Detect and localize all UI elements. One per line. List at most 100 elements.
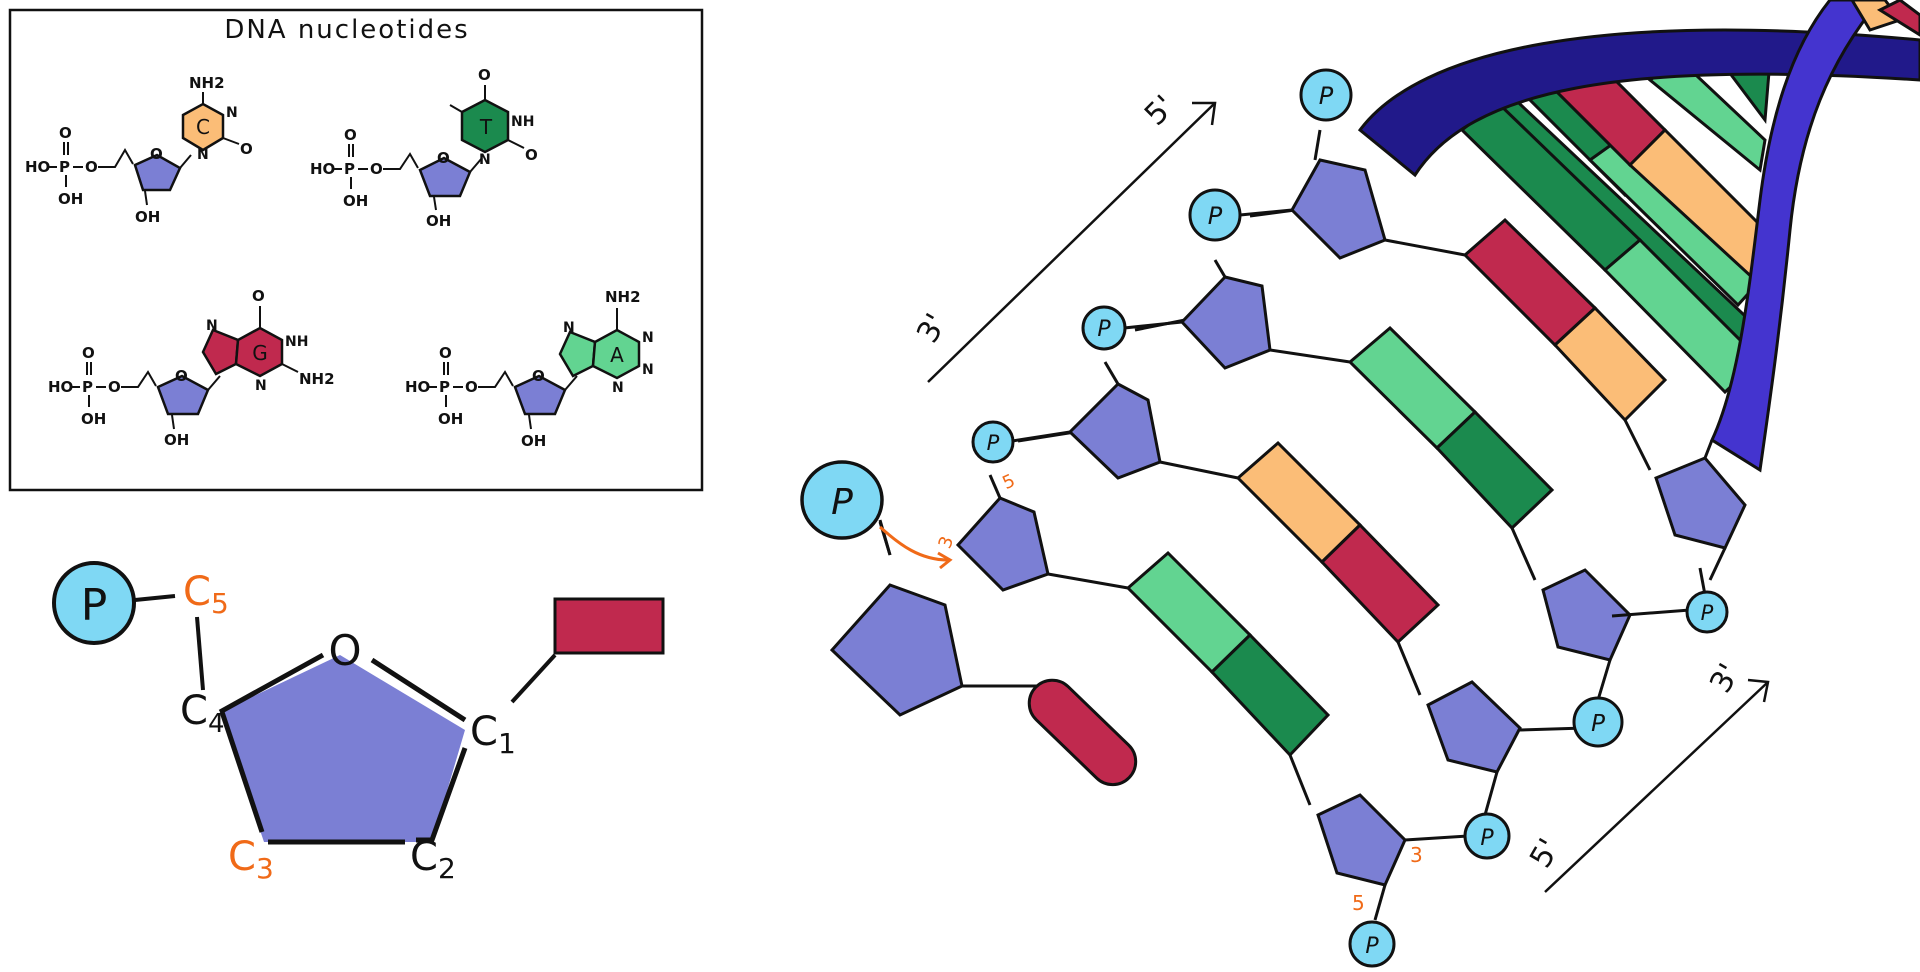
svg-text:N: N [197,147,209,163]
svg-text:O: O [370,160,383,178]
svg-text:P: P [831,482,853,523]
phosphate-group: HO P O OH O [310,126,419,210]
phosphate-left-1: P [1299,68,1353,161]
svg-text:P: P [1365,934,1379,959]
sugar-left-1 [1290,158,1387,260]
svg-text:OH: OH [426,212,451,230]
svg-text:P: P [1208,202,1223,230]
phosphate-right-1: P [1685,567,1729,634]
svg-text:OH: OH [521,432,546,450]
svg-text:P: P [82,378,93,396]
sugar-left-2 [1179,275,1272,370]
carbon-4-label: C4 [180,688,224,739]
phosphate-group: HO P O OH O [48,344,157,428]
base-letter-g: G [252,341,268,365]
svg-text:HO: HO [405,378,430,396]
svg-text:O: O [252,287,265,305]
svg-text:NH2: NH2 [299,370,335,388]
svg-text:N: N [612,380,624,396]
carbon-2-label: C2 [410,834,456,885]
svg-text:N: N [479,152,491,168]
svg-text:P: P [1701,601,1714,625]
svg-text:N: N [642,362,654,378]
ladder-rung-2 [1269,325,1555,581]
svg-text:NH2: NH2 [189,74,225,92]
phosphate-group: HO P O OH O [405,344,514,428]
base-letter-c: C [196,115,210,139]
svg-text:O: O [532,367,545,385]
ladder-rung-1 [1384,217,1668,471]
sugar-incoming [829,583,964,717]
phosphate-label: P [81,580,108,631]
helix-strand-dark [1357,28,1920,178]
svg-text:OH: OH [438,410,463,428]
svg-text:NH: NH [511,114,534,130]
base-letter-a: A [610,343,624,367]
sugar-right-a [1654,456,1747,550]
svg-text:N: N [206,318,218,334]
svg-text:OH: OH [135,208,160,226]
sugar-detail: P C5 O C4 C1 C2 C3 [52,561,665,885]
base-block [553,597,665,655]
svg-text:P: P [987,431,1000,455]
nucleotide-adenine: HO P O OH O O OH A NH2 N N [405,288,654,450]
phosphate-left-2: P [1188,188,1293,242]
ladder-rung-3 [1159,440,1441,696]
phosphate-left-4: P [971,420,1071,464]
bond-formation-arrow [878,525,949,562]
svg-text:OH: OH [58,190,83,208]
carbon-1-label: C1 [470,709,516,760]
base-ring-guanine-5 [201,328,240,376]
dna-ladder: P P P P P P P [800,68,1770,968]
svg-text:O: O [465,378,478,396]
direction-left-start: 3' [910,308,954,349]
phosphate-circle [52,561,136,645]
svg-text:O: O [150,145,163,163]
carbon-mark-bottom-3: 3 [1410,843,1423,867]
svg-text:O: O [59,124,72,142]
svg-text:P: P [59,158,70,176]
svg-text:O: O [82,344,95,362]
svg-text:NH: NH [285,334,308,350]
svg-text:P: P [1480,826,1494,851]
svg-text:O: O [240,140,253,158]
svg-text:O: O [85,158,98,176]
svg-text:HO: HO [48,378,73,396]
phosphate-group: HO P O OH O [25,124,134,208]
direction-arrow-right: 5' 3' [1523,658,1770,893]
svg-text:P: P [344,160,355,178]
svg-text:P: P [1097,317,1111,342]
ladder-rung-incoming [960,678,1138,787]
carbon-5-label: C5 [183,569,229,620]
svg-text:N: N [255,378,267,394]
svg-text:O: O [525,146,538,164]
helix-strand-light [1710,0,1882,473]
ladder-rung-4 [1047,550,1331,806]
carbon-mark-incoming-3: 3 [935,533,959,551]
carbon-3-label: C3 [228,834,274,885]
nucleotide-panel: DNA nucleotides HO P O OH O O OH C [8,8,704,492]
deoxyribose-sugar [133,153,182,192]
sugar-left-4 [955,496,1050,592]
svg-text:OH: OH [81,410,106,428]
direction-left-end: 5' [1138,89,1182,133]
svg-text:N: N [226,105,238,121]
sugar-left-3 [1067,382,1162,480]
nucleotide-guanine: HO P O OH O O OH G O NH N [48,287,335,449]
direction-right-start: 5' [1523,833,1567,874]
ring-oxygen-label: O [328,626,361,675]
carbon-mark-bottom-5: 5 [1352,891,1365,915]
svg-text:O: O [439,344,452,362]
svg-text:O: O [478,66,491,84]
base-letter-t: T [479,115,493,139]
deoxyribose-sugar [418,156,472,198]
direction-arrow-left: 3' 5' [910,89,1217,383]
nucleotide-thymine: HO P O OH O O OH T O NH N [310,66,538,230]
phosphate-left-3: P [1081,305,1183,351]
svg-text:NH2: NH2 [605,288,641,306]
base-ring-adenine-5 [558,330,597,378]
nucleotide-cytosine: HO P O OH O O OH C NH2 N N [25,74,253,226]
deoxyribose-sugar [156,374,210,416]
phosphate-right-4: P [1348,920,1396,968]
